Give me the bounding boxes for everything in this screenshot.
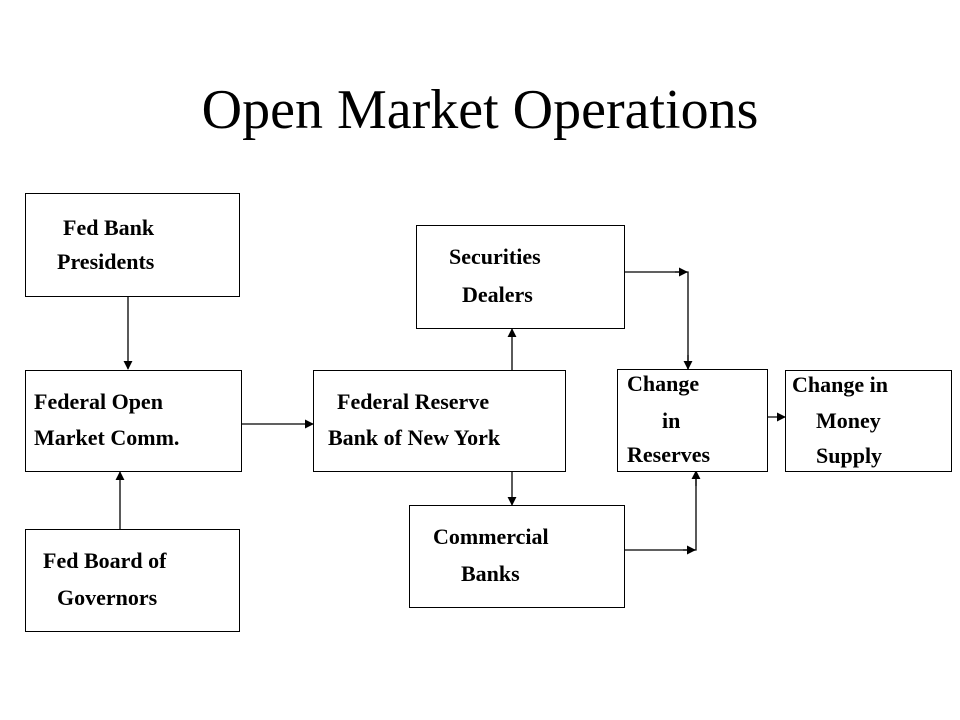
arrow-securities-dealers-to-reserves [625, 271, 689, 369]
commercial-banks-line2: Banks [461, 561, 520, 586]
securities-dealers-line1: Securities [449, 244, 541, 269]
page-title: Open Market Operations [201, 79, 759, 141]
change-in-reserves-box [617, 369, 768, 472]
change-in-money-supply-line2: Money [816, 408, 881, 433]
change-in-reserves-line2: in [662, 408, 681, 433]
fed-bank-presidents-line1: Fed Bank [63, 215, 155, 240]
frbny-box [313, 370, 566, 472]
fed-board-box [25, 529, 240, 632]
fed-bank-presidents-line2: Presidents [57, 249, 155, 274]
change-in-money-supply-line3: Supply [816, 443, 883, 468]
arrow-commercial-banks-to-reserves [625, 472, 697, 551]
change-in-reserves-line1: Change [627, 371, 700, 396]
change-in-money-supply-line1: Change in [792, 372, 888, 397]
fomc-box [25, 370, 242, 472]
commercial-banks-line1: Commercial [433, 524, 549, 549]
frbny-line1: Federal Reserve [337, 389, 490, 414]
change-in-reserves-line3: Reserves [627, 442, 711, 467]
change-in-money-supply-box [785, 370, 952, 472]
securities-dealers-line2: Dealers [462, 282, 533, 307]
securities-dealers-box [416, 225, 625, 329]
commercial-banks-box [409, 505, 625, 608]
frbny-line2: Bank of New York [328, 425, 501, 450]
fed-bank-presidents-box [25, 193, 240, 297]
fed-board-line1: Fed Board of [43, 548, 167, 573]
fomc-line1: Federal Open [34, 389, 163, 414]
fomc-line2: Market Comm. [34, 425, 180, 450]
fed-board-line2: Governors [57, 585, 158, 610]
